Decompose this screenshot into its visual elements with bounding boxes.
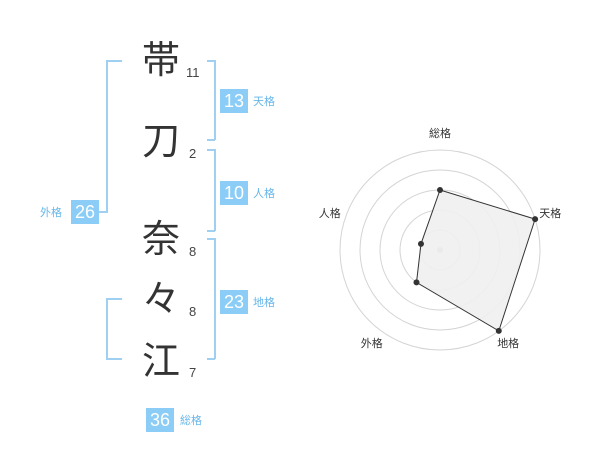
jinkaku-bracket-spine — [214, 149, 216, 231]
radar-axis-label-4: 人格 — [319, 206, 341, 220]
gaikaku-bracket-bottom — [106, 358, 122, 360]
jinkaku-label: 人格 — [253, 187, 275, 200]
tenkaku-value: 13 — [220, 89, 248, 113]
chikaku-bracket-top — [207, 238, 215, 240]
tenkaku-bracket-bottom — [207, 139, 215, 141]
gaikaku-bracket-upper-spine — [106, 60, 108, 212]
radar-axis-label-0: 総格 — [429, 126, 451, 140]
name-char-1: 帯 — [141, 38, 180, 82]
chikaku-label: 地格 — [253, 296, 275, 309]
chikaku-value: 23 — [220, 290, 248, 314]
stroke-count-2: 2 — [189, 146, 197, 161]
soukaku-label: 総格 — [180, 414, 202, 427]
stroke-count-4: 8 — [189, 304, 197, 319]
chikaku-bracket-spine — [214, 238, 216, 359]
soukaku-value: 36 — [146, 408, 174, 432]
name-char-3: 奈 — [141, 217, 180, 261]
stroke-count-5: 7 — [189, 365, 197, 380]
gaikaku-label: 外格 — [40, 206, 62, 219]
jinkaku-bracket-top — [207, 149, 215, 151]
radar-point-人格 — [417, 240, 424, 247]
jinkaku-value: 10 — [220, 181, 248, 205]
gaikaku-bracket-mid — [106, 298, 122, 300]
name-char-2: 刀 — [141, 119, 180, 163]
stroke-count-1: 11 — [186, 65, 200, 80]
radar-axis-label-2: 地格 — [497, 336, 519, 350]
stroke-count-3: 8 — [189, 244, 197, 259]
radar-axis-label-1: 天格 — [539, 206, 561, 220]
radar-axis-label-3: 外格 — [361, 336, 383, 350]
tenkaku-bracket-top — [207, 60, 215, 62]
radar-point-総格 — [437, 187, 443, 193]
radar-points — [413, 187, 539, 334]
name-char-4: 々 — [141, 277, 180, 321]
tenkaku-label: 天格 — [253, 95, 275, 108]
gaikaku-bracket-stub — [98, 211, 108, 213]
radar-point-天格 — [532, 216, 539, 223]
jinkaku-bracket-bottom — [207, 230, 215, 232]
gaikaku-bracket-top — [106, 60, 122, 62]
tenkaku-bracket-spine — [214, 60, 216, 140]
radar-ring-5 — [339, 149, 541, 351]
gaikaku-value: 26 — [71, 200, 99, 224]
name-char-5: 江 — [141, 339, 180, 383]
chikaku-bracket-bottom — [207, 358, 215, 360]
radar-polygon — [415, 189, 536, 332]
radar-point-外格 — [413, 279, 420, 286]
radar-point-地格 — [495, 327, 502, 334]
gaikaku-bracket-lower-spine — [106, 298, 108, 359]
